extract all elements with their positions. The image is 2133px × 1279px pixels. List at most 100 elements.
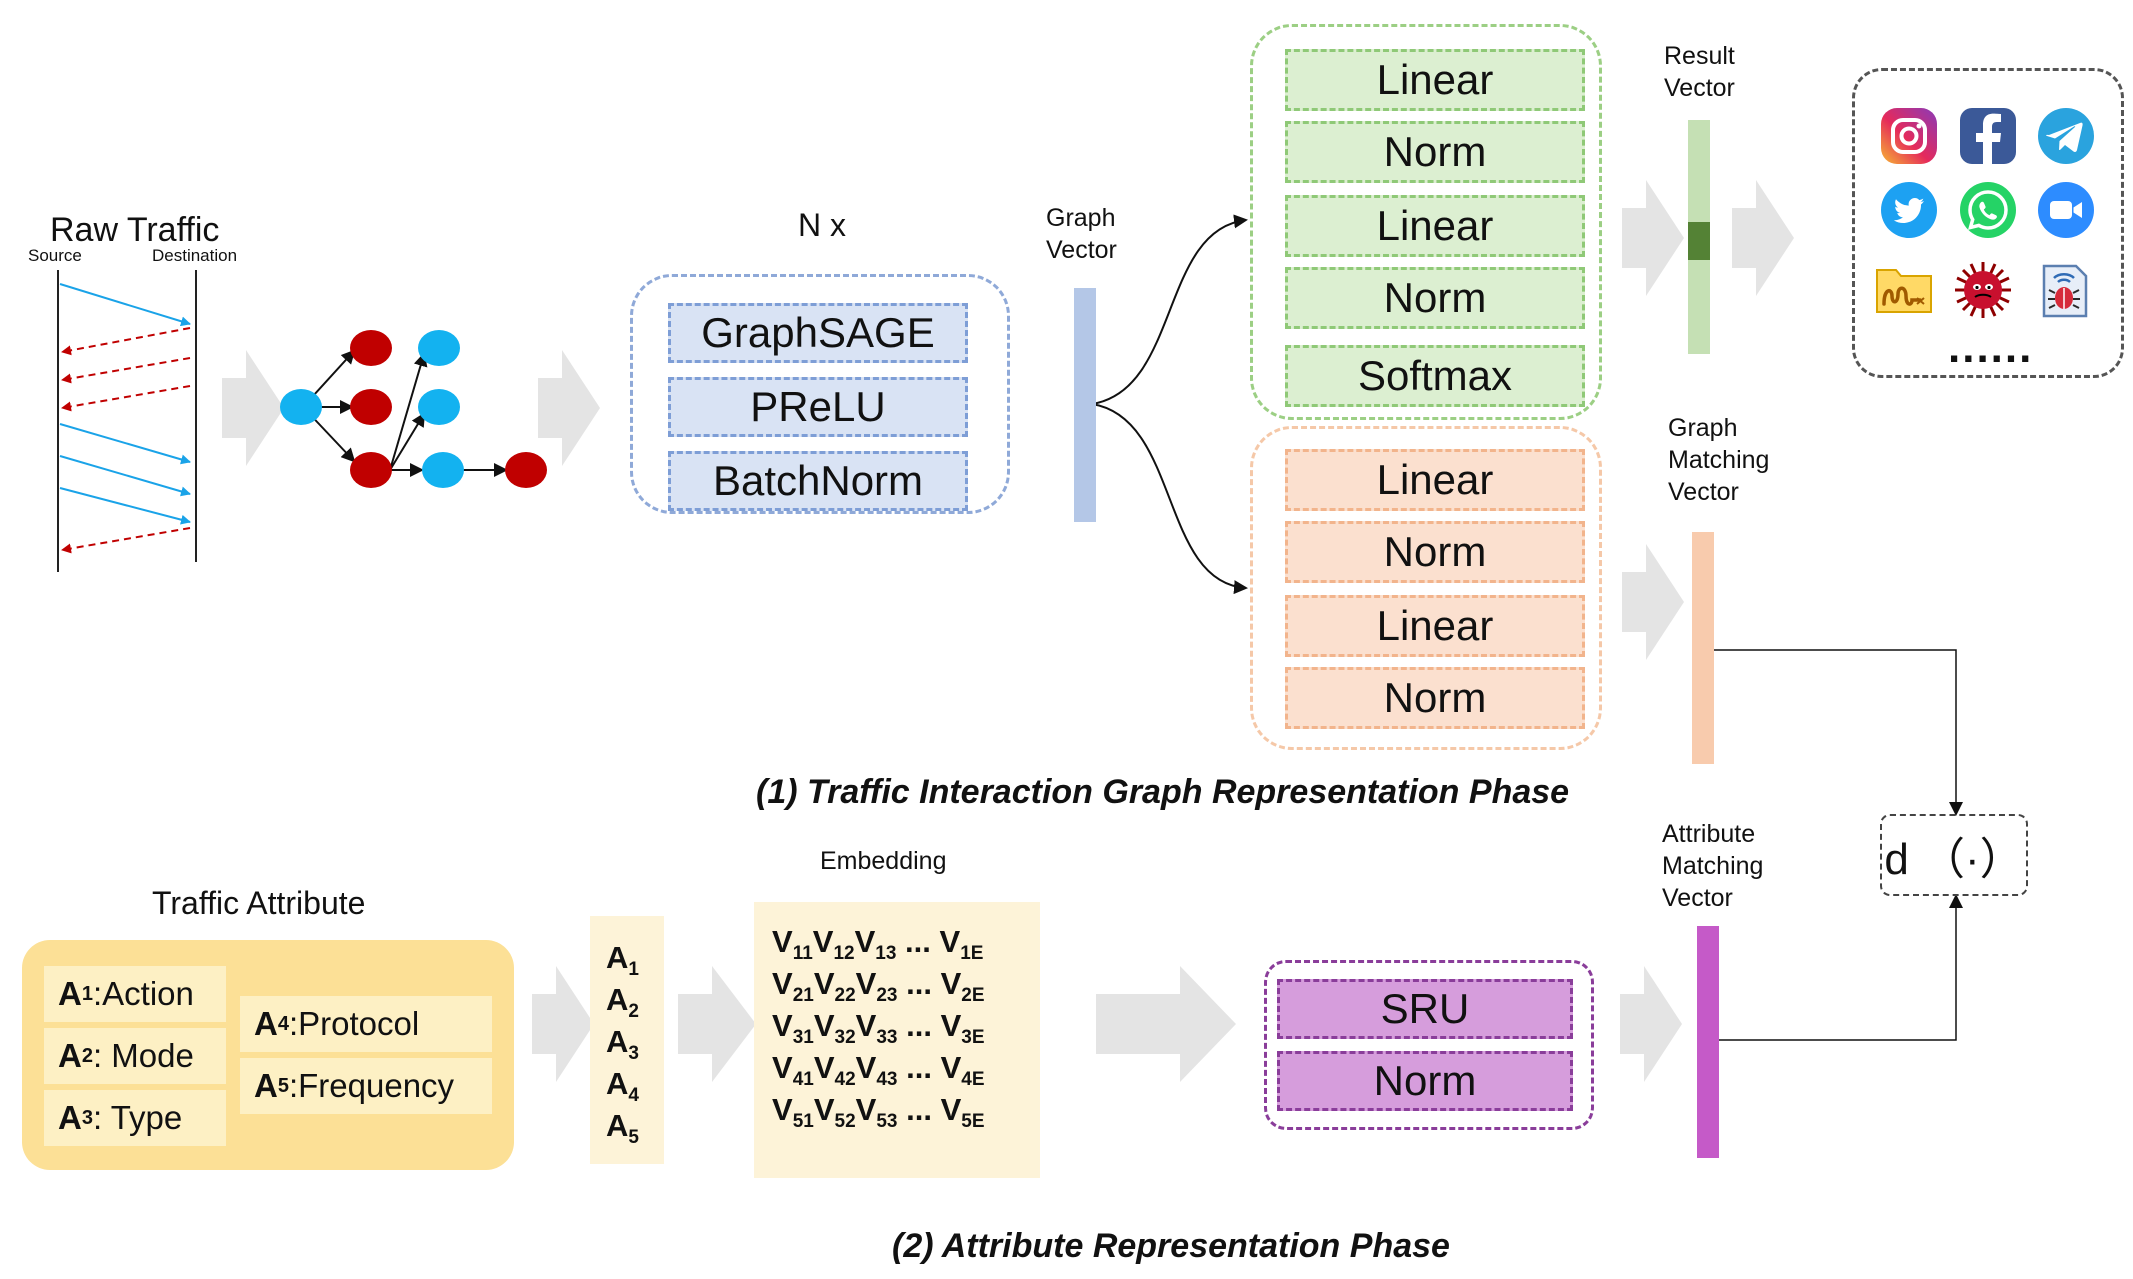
classifier-head: Linear Norm Linear Norm Softmax: [1250, 24, 1602, 420]
interaction-graph: [302, 349, 508, 477]
source-label: Source: [28, 246, 82, 265]
sequence-item: A3: [606, 1024, 639, 1065]
packet-in: [61, 327, 191, 356]
flow-arrows: [222, 180, 1794, 1082]
phase-1-title: (1) Traffic Interaction Graph Representa…: [756, 773, 1570, 811]
embedding-row: V21V22V23 ... V2E: [772, 966, 985, 1007]
raw-traffic-flow: [57, 270, 197, 572]
graphsage-layer: GraphSAGE: [668, 303, 968, 363]
matching-norm-2: Norm: [1285, 667, 1585, 729]
node-red: [505, 452, 547, 488]
node-blue: [422, 452, 464, 488]
distance-function: d （·）: [1880, 814, 2028, 896]
packet-in: [61, 385, 191, 412]
attribute-to-distance: [1718, 894, 1963, 1041]
classifier-norm-2: Norm: [1285, 267, 1585, 329]
sequence-item: A2: [606, 982, 639, 1023]
whatsapp-icon: [1960, 182, 2016, 238]
embedding-title: Embedding: [820, 847, 947, 875]
flow-arrow: [538, 350, 600, 466]
packet-in: [61, 527, 191, 554]
sequence-item: A1: [606, 940, 639, 981]
instagram-icon: [1881, 108, 1937, 164]
packet-out: [59, 283, 191, 327]
twitter-icon: [1881, 182, 1937, 238]
flow-arrow: [1732, 180, 1794, 296]
graph-matching-vector-label: Graph Matching Vector: [1668, 414, 1770, 506]
flow-arrow: [1622, 544, 1684, 660]
malware-virus-icon: [1955, 262, 2011, 318]
result-vector-label: Result Vector: [1664, 42, 1735, 102]
matching-linear-1: Linear: [1285, 449, 1585, 511]
attribute-matching-vector-bar: [1697, 926, 1719, 1158]
repeat-label: N x: [798, 207, 846, 243]
flow-arrow: [678, 966, 756, 1082]
sequence-item: A4: [606, 1066, 639, 1107]
result-vector-highlight: [1688, 222, 1710, 260]
node-red: [350, 330, 392, 366]
telegram-icon: [2038, 108, 2094, 164]
gnn-block: GraphSAGE PReLU BatchNorm: [630, 274, 1010, 514]
node-red: [350, 389, 392, 425]
flow-arrow: [1620, 966, 1682, 1082]
batchnorm-layer: BatchNorm: [668, 451, 968, 511]
embedding-row: V31V32V33 ... V3E: [772, 1008, 985, 1049]
raw-traffic-title: Raw Traffic: [50, 211, 220, 249]
traffic-attribute-title: Traffic Attribute: [152, 885, 366, 921]
embedding-row: V41V42V43 ... V4E: [772, 1050, 985, 1091]
flow-arrow: [1096, 966, 1236, 1082]
folder-worm-icon: [1876, 269, 1932, 313]
zoom-icon: [2038, 182, 2094, 238]
more-apps-ellipsis: ......: [1948, 323, 2034, 372]
classifier-norm-1: Norm: [1285, 121, 1585, 183]
classifier-linear-1: Linear: [1285, 49, 1585, 111]
branch-to-classifier: [1091, 214, 1248, 405]
destination-label: Destination: [152, 246, 238, 265]
attribute-sequence: A1 A2 A3 A4 A5: [590, 916, 664, 1164]
packet-out: [59, 455, 191, 497]
phase-2-title: (2) Attribute Representation Phase: [892, 1227, 1450, 1265]
node-blue: [280, 389, 322, 425]
embedding-row: V11V12V13 ... V1E: [772, 924, 984, 965]
sru-norm-layer: Norm: [1277, 1051, 1573, 1111]
bug-phone-icon: [2042, 264, 2088, 318]
graph-to-distance: [1712, 649, 1963, 816]
graph-vector-bar: [1074, 288, 1096, 522]
matching-linear-2: Linear: [1285, 595, 1585, 657]
embedding-row: V51V52V53 ... V5E: [772, 1092, 985, 1133]
flow-arrow: [222, 350, 284, 466]
application-classes: [1852, 68, 2124, 378]
distance-connectors: [1712, 649, 1963, 1041]
sru-block: SRU Norm: [1264, 960, 1594, 1130]
packet-in: [61, 357, 191, 384]
matching-norm-1: Norm: [1285, 521, 1585, 583]
matching-head: Linear Norm Linear Norm: [1250, 426, 1602, 750]
node-red: [350, 452, 392, 488]
sru-layer: SRU: [1277, 979, 1573, 1039]
flow-arrow: [532, 966, 594, 1082]
attribute-matching-vector-label: Attribute Matching Vector: [1662, 820, 1764, 912]
sequence-item: A5: [606, 1108, 639, 1149]
branch-arrows: [1091, 214, 1248, 595]
facebook-icon: [1960, 108, 2016, 164]
classifier-linear-2: Linear: [1285, 195, 1585, 257]
branch-to-matching: [1091, 403, 1248, 595]
node-blue: [418, 389, 460, 425]
graph-vector-label: Graph Vector: [1046, 204, 1117, 264]
prelu-layer: PReLU: [668, 377, 968, 437]
graph-matching-vector-bar: [1692, 532, 1714, 764]
classifier-softmax: Softmax: [1285, 345, 1585, 407]
node-blue: [418, 330, 460, 366]
flow-arrow: [1622, 180, 1684, 296]
graph-nodes: [280, 330, 547, 488]
packet-out: [59, 423, 191, 465]
packet-out: [59, 487, 191, 525]
